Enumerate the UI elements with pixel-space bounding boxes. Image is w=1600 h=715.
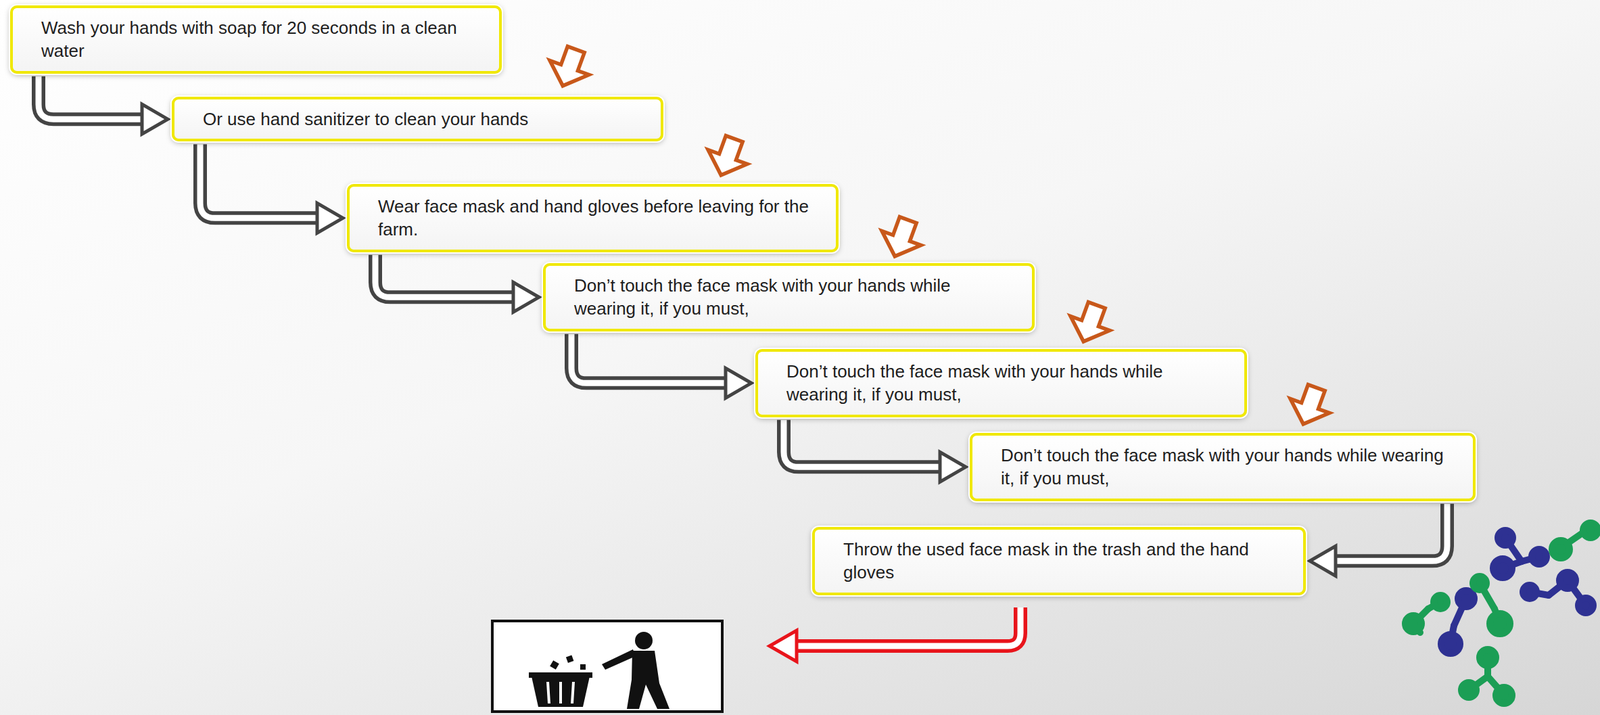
arrow-inner [783, 419, 946, 468]
red-arrow [769, 607, 1021, 662]
arrow-inner [375, 254, 519, 298]
step-text: Don’t touch the face mask with your hand… [786, 359, 1226, 407]
trash-icon [492, 620, 723, 712]
arrow-outline [1330, 503, 1448, 562]
step-text: Don’t touch the face mask with your hand… [1000, 443, 1454, 491]
arrow-outline [375, 254, 519, 298]
arrow-inner [1330, 503, 1448, 562]
elbow-arrow [783, 419, 966, 483]
process-box: Throw the used face mask in the trash an… [812, 526, 1306, 596]
orange-arrow [701, 131, 754, 183]
process-box: Don’t touch the face mask with your hand… [543, 263, 1035, 332]
elbow-arrow [200, 144, 343, 233]
process-box: Don’t touch the face mask with your hand… [755, 348, 1247, 418]
orange-arrow [1283, 380, 1336, 432]
arrow-outline [200, 144, 323, 218]
step-text: Wash your hands with soap for 20 seconds… [41, 16, 481, 63]
elbow-arrow [1309, 503, 1448, 577]
arrow-head [317, 202, 343, 233]
process-box: Don’t touch the face mask with your hand… [969, 432, 1476, 502]
arrow-head [142, 104, 168, 134]
arrow-outline [571, 334, 732, 384]
step-text: Or use hand sanitizer to clean your hand… [202, 107, 642, 131]
process-box: Wash your hands with soap for 20 seconds… [10, 5, 502, 74]
elbow-arrow [38, 76, 168, 135]
arrow-inner [200, 144, 323, 218]
step-text: Don’t touch the face mask with your hand… [574, 273, 1014, 321]
arrow-head [939, 451, 966, 482]
orange-arrow [543, 42, 596, 94]
arrow-head [1309, 545, 1336, 576]
orange-arrow [875, 213, 928, 264]
orange-arrow [1063, 298, 1116, 349]
arrow-inner [571, 334, 732, 384]
step-text: Throw the used face mask in the trash an… [843, 537, 1285, 585]
elbow-arrow [571, 334, 752, 399]
elbow-arrow [375, 254, 539, 313]
arrow-outline [783, 419, 946, 468]
arrow-head [513, 281, 539, 312]
arrow-outline [38, 76, 148, 120]
molecule-decoration [1405, 522, 1598, 704]
process-box: Or use hand sanitizer to clean your hand… [171, 96, 664, 142]
process-box: Wear face mask and hand gloves before le… [346, 183, 839, 253]
step-text: Wear face mask and hand gloves before le… [378, 194, 817, 242]
arrow-inner [38, 76, 148, 120]
arrow-head [725, 367, 752, 398]
